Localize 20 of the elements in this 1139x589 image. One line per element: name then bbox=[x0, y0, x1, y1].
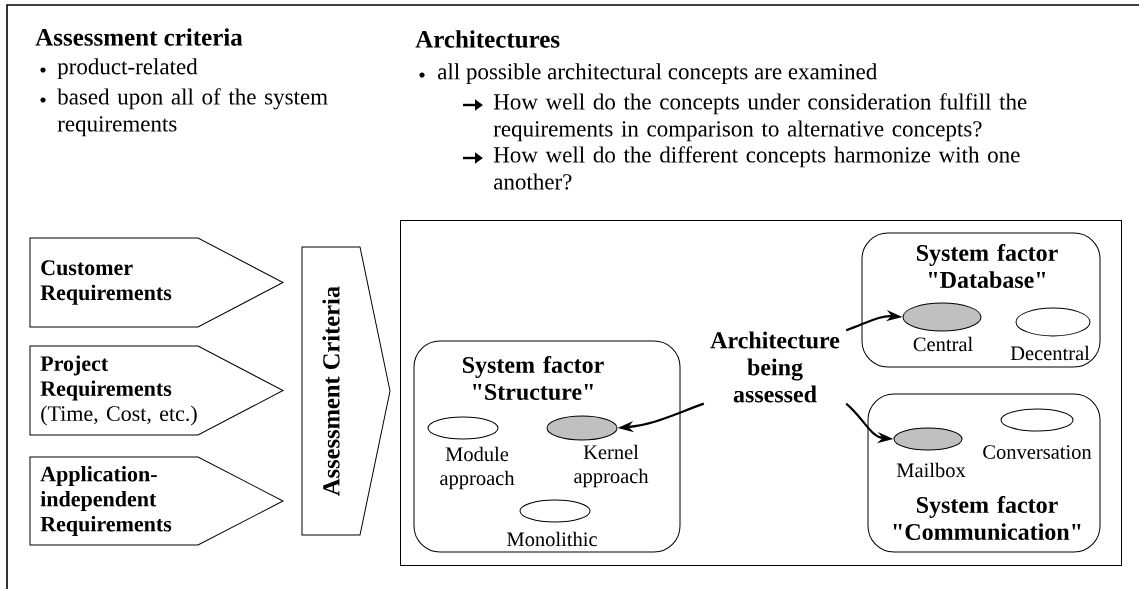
option-label: Decentral bbox=[1010, 345, 1090, 361]
architecture-label: Architecture being assessed bbox=[710, 331, 840, 403]
architecture-frame bbox=[400, 220, 1122, 566]
option-label: Conversation bbox=[983, 445, 1092, 459]
option-label: Kernel approach bbox=[574, 444, 649, 488]
requirement-box: Customer Requirements bbox=[29, 237, 284, 328]
option-label: Monolithic bbox=[507, 531, 597, 547]
option-label: Mailbox bbox=[896, 462, 966, 478]
bullet-text: How well do the concepts under consideration fulfill the requirements in comparison to alternative concepts? bbox=[493, 93, 1027, 142]
option-label: Module approach bbox=[440, 446, 515, 490]
bullet-text: How well do the different concepts harmonize with one another? bbox=[493, 146, 1020, 190]
criteria-box: Assessment Criteria bbox=[301, 246, 391, 536]
requirement-box: Application-independent Requirements bbox=[29, 456, 284, 546]
section-heading: Architectures bbox=[415, 30, 560, 48]
requirement-box: Project Requirements (Time, Cost, etc.) bbox=[29, 345, 284, 436]
option-label: Central bbox=[913, 336, 973, 352]
bullet-text: all possible architectural concepts are examined bbox=[438, 63, 877, 85]
bullet-text: based upon all of the system requirements bbox=[57, 88, 328, 137]
bullet-text: product-related bbox=[57, 58, 198, 80]
section-heading: Assessment criteria bbox=[35, 28, 243, 46]
